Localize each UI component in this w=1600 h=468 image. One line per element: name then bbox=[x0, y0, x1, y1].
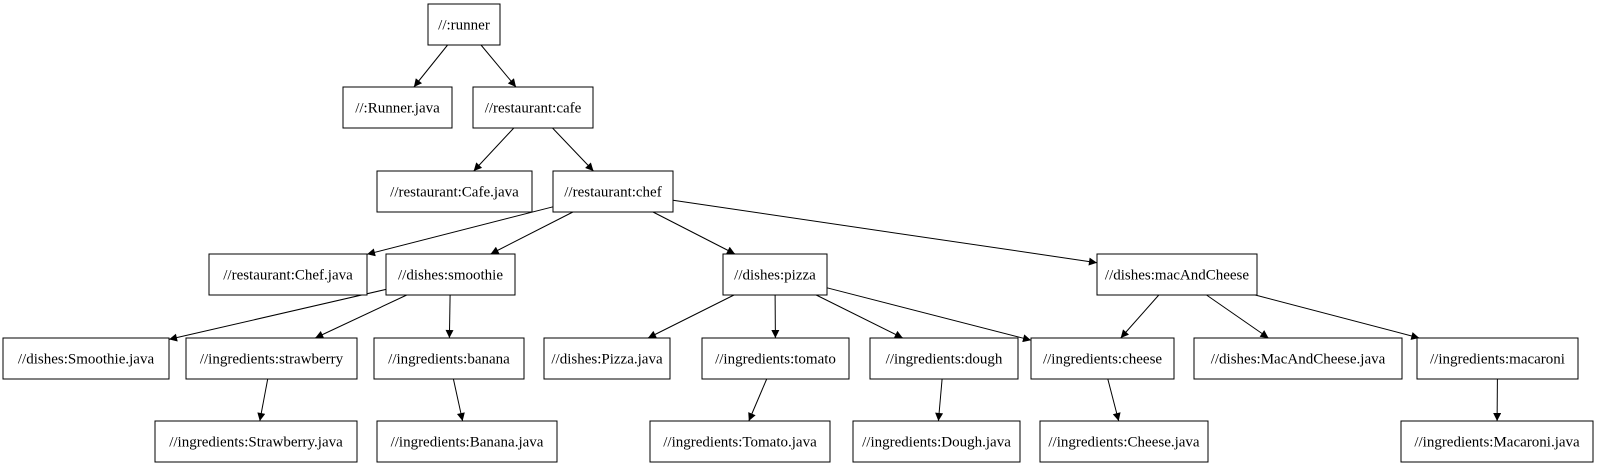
edge-chef-to-chef-java bbox=[366, 206, 554, 257]
edge-tomato-to-tomato-java bbox=[748, 378, 768, 422]
node-chef: //restaurant:chef bbox=[552, 170, 674, 213]
edge-mac-and-cheese-to-mac-and-cheese-java bbox=[1206, 294, 1269, 339]
node-box-tomato-java bbox=[649, 420, 831, 463]
node-label-chef-java: //restaurant:Chef.java bbox=[223, 268, 353, 284]
edge-cafe-to-chef bbox=[552, 127, 594, 172]
node-pizza: //dishes:pizza bbox=[722, 253, 828, 296]
edge-runner-to-cafe bbox=[480, 44, 517, 88]
node-box-runner bbox=[427, 3, 501, 46]
node-cheese: //ingredients:cheese bbox=[1030, 337, 1175, 380]
node-cafe: //restaurant:cafe bbox=[472, 86, 594, 129]
node-dough: //ingredients:dough bbox=[869, 337, 1019, 380]
node-box-dough bbox=[869, 337, 1019, 380]
node-label-strawberry-java: //ingredients:Strawberry.java bbox=[169, 435, 343, 451]
node-tomato-java: //ingredients:Tomato.java bbox=[649, 420, 831, 463]
node-strawberry-java: //ingredients:Strawberry.java bbox=[154, 420, 358, 463]
node-label-strawberry: //ingredients:strawberry bbox=[200, 352, 344, 368]
edge-chef-to-pizza bbox=[652, 211, 736, 255]
node-label-dough-java: //ingredients:Dough.java bbox=[862, 435, 1011, 451]
edge-mac-and-cheese-to-macaroni bbox=[1255, 294, 1420, 340]
edge-smoothie-to-strawberry bbox=[314, 294, 408, 339]
node-label-runner-java: //:Runner.java bbox=[355, 101, 440, 117]
node-box-strawberry-java bbox=[154, 420, 358, 463]
edge-strawberry-to-strawberry-java bbox=[257, 378, 269, 422]
node-label-cheese: //ingredients:cheese bbox=[1043, 352, 1162, 368]
edge-banana-to-banana-java bbox=[452, 378, 465, 422]
node-label-chef: //restaurant:chef bbox=[564, 185, 661, 201]
node-box-smoothie-java bbox=[2, 337, 170, 380]
node-label-smoothie: //dishes:smoothie bbox=[398, 268, 503, 284]
node-macaroni-java: //ingredients:Macaroni.java bbox=[1400, 420, 1594, 463]
node-box-cheese-java bbox=[1039, 420, 1209, 463]
node-runner: //:runner bbox=[427, 3, 501, 46]
node-box-cafe-java bbox=[376, 170, 533, 213]
node-box-mac-and-cheese bbox=[1096, 253, 1258, 296]
node-dough-java: //ingredients:Dough.java bbox=[852, 420, 1021, 463]
node-label-banana-java: //ingredients:Banana.java bbox=[391, 435, 544, 451]
node-box-cheese bbox=[1030, 337, 1175, 380]
node-tomato: //ingredients:tomato bbox=[701, 337, 850, 380]
node-box-pizza bbox=[722, 253, 828, 296]
node-label-tomato: //ingredients:tomato bbox=[715, 352, 836, 368]
edge-cheese-to-cheese-java bbox=[1107, 378, 1121, 422]
node-box-chef bbox=[552, 170, 674, 213]
edge-pizza-to-dough bbox=[815, 294, 904, 339]
node-smoothie: //dishes:smoothie bbox=[385, 253, 516, 296]
node-macaroni: //ingredients:macaroni bbox=[1416, 337, 1579, 380]
node-smoothie-java: //dishes:Smoothie.java bbox=[2, 337, 170, 380]
node-label-mac-and-cheese: //dishes:macAndCheese bbox=[1105, 268, 1249, 284]
node-box-banana-java bbox=[376, 420, 558, 463]
node-label-pizza: //dishes:pizza bbox=[734, 268, 816, 284]
node-pizza-java: //dishes:Pizza.java bbox=[543, 337, 671, 380]
node-label-cafe: //restaurant:cafe bbox=[485, 101, 582, 117]
edge-mac-and-cheese-to-cheese bbox=[1120, 294, 1160, 339]
node-label-runner: //:runner bbox=[438, 18, 490, 34]
node-label-pizza-java: //dishes:Pizza.java bbox=[551, 352, 663, 368]
node-box-banana bbox=[373, 337, 525, 380]
node-box-smoothie bbox=[385, 253, 516, 296]
node-label-dough: //ingredients:dough bbox=[886, 352, 1003, 368]
node-cheese-java: //ingredients:Cheese.java bbox=[1039, 420, 1209, 463]
node-mac-and-cheese-java: //dishes:MacAndCheese.java bbox=[1193, 337, 1403, 380]
node-label-cheese-java: //ingredients:Cheese.java bbox=[1048, 435, 1200, 451]
edge-pizza-to-pizza-java bbox=[647, 294, 735, 339]
node-box-runner-java bbox=[342, 86, 453, 129]
node-box-tomato bbox=[701, 337, 850, 380]
edge-runner-to-runner-java bbox=[413, 44, 448, 88]
node-label-smoothie-java: //dishes:Smoothie.java bbox=[18, 352, 155, 368]
node-label-macaroni: //ingredients:macaroni bbox=[1430, 352, 1565, 368]
node-banana: //ingredients:banana bbox=[373, 337, 525, 380]
node-strawberry: //ingredients:strawberry bbox=[185, 337, 358, 380]
node-label-mac-and-cheese-java: //dishes:MacAndCheese.java bbox=[1211, 352, 1386, 368]
edge-chef-to-mac-and-cheese bbox=[672, 199, 1098, 266]
node-label-banana: //ingredients:banana bbox=[388, 352, 510, 368]
node-box-chef-java bbox=[208, 253, 368, 296]
node-box-mac-and-cheese-java bbox=[1193, 337, 1403, 380]
node-chef-java: //restaurant:Chef.java bbox=[208, 253, 368, 296]
node-banana-java: //ingredients:Banana.java bbox=[376, 420, 558, 463]
node-cafe-java: //restaurant:Cafe.java bbox=[376, 170, 533, 213]
node-label-macaroni-java: //ingredients:Macaroni.java bbox=[1414, 435, 1580, 451]
node-box-dough-java bbox=[852, 420, 1021, 463]
edge-chef-to-smoothie bbox=[490, 211, 574, 255]
node-box-cafe bbox=[472, 86, 594, 129]
node-box-strawberry bbox=[185, 337, 358, 380]
edge-dough-to-dough-java bbox=[935, 378, 944, 422]
node-label-cafe-java: //restaurant:Cafe.java bbox=[390, 185, 519, 201]
edge-cafe-to-cafe-java bbox=[473, 127, 515, 172]
edge-smoothie-to-smoothie-java bbox=[168, 288, 387, 342]
node-runner-java: //:Runner.java bbox=[342, 86, 453, 129]
node-mac-and-cheese: //dishes:macAndCheese bbox=[1096, 253, 1258, 296]
node-box-macaroni bbox=[1416, 337, 1579, 380]
node-label-tomato-java: //ingredients:Tomato.java bbox=[663, 435, 817, 451]
edge-pizza-to-cheese bbox=[826, 287, 1032, 343]
node-box-pizza-java bbox=[543, 337, 671, 380]
node-box-macaroni-java bbox=[1400, 420, 1594, 463]
edge-smoothie-to-banana bbox=[445, 294, 454, 339]
